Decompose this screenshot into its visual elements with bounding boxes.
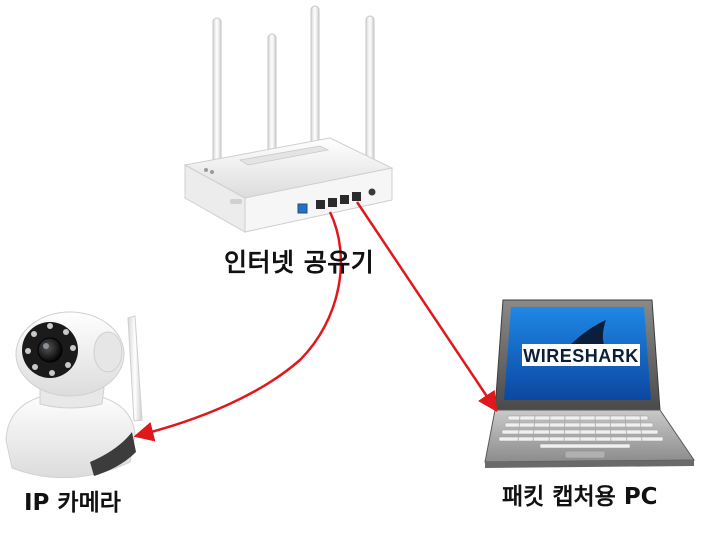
router-status-strip [238,145,330,166]
wan-port [297,203,308,214]
arrow-router-to-camera [133,211,343,442]
camera-base-band [90,432,136,476]
camera-lens [37,337,63,363]
camera-side [93,331,123,373]
antenna [212,17,222,179]
laptop-front-edge [485,460,694,468]
lan-port [340,195,349,204]
laptop-touchpad [564,450,606,459]
ip-camera [5,311,143,479]
shark-fin-icon [570,320,606,345]
wireshark-logo-band [522,344,640,366]
router-label: 인터넷 공유기 [224,248,375,277]
lens-glint [43,343,49,349]
router [183,5,394,233]
lan-port [352,192,361,201]
ir-leds [25,323,76,376]
camera-label: IP 카메라 [24,490,121,516]
laptop-pc: WIRESHARK [484,299,695,468]
arrow-router-to-pc [355,201,498,413]
lan-port [316,200,325,209]
router-button [230,199,242,204]
router-led [204,168,208,172]
laptop-key-gaps [517,414,643,443]
power-port [368,188,376,196]
router-led [210,170,214,174]
wireshark-logo: WIRESHARK [523,346,639,366]
lan-port [328,198,337,207]
pc-label: 패킷 캡처용 PC [502,484,658,510]
camera-antenna [127,315,143,422]
